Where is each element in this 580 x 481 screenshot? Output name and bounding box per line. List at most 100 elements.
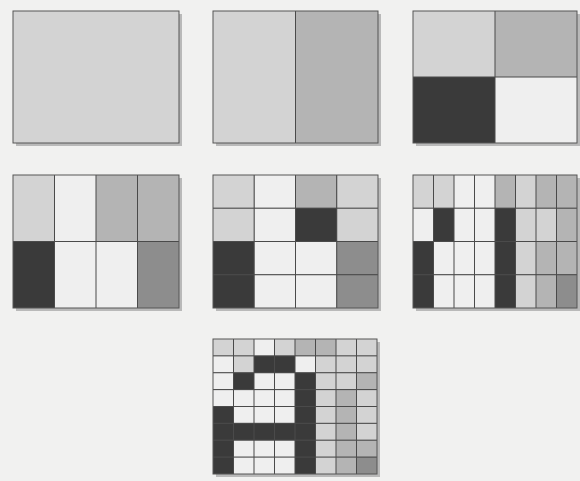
grid-cell xyxy=(254,457,275,474)
grid-cell xyxy=(357,440,378,457)
grid-cell xyxy=(296,208,337,241)
grid-cell xyxy=(516,275,537,308)
grid-cell xyxy=(213,339,234,356)
grid-cell xyxy=(213,242,254,275)
grid-cell xyxy=(434,208,455,241)
grid-cell xyxy=(213,407,234,424)
grid-cell xyxy=(13,242,55,309)
grid-cell xyxy=(316,457,337,474)
grid-cell xyxy=(295,339,316,356)
pyramid-panel-level-7 xyxy=(213,339,380,477)
grid-cell xyxy=(96,242,138,309)
grid-cell xyxy=(295,356,316,373)
grid-cell xyxy=(475,208,496,241)
grid-cell xyxy=(516,242,537,275)
grid-cell xyxy=(213,208,254,241)
pyramid-panel-level-1 xyxy=(13,11,182,146)
grid-cell xyxy=(254,242,295,275)
grid-cell xyxy=(316,423,337,440)
grid-cell xyxy=(495,242,516,275)
pyramid-panel-level-2 xyxy=(213,11,381,146)
grid-cell xyxy=(234,440,255,457)
grid-cell xyxy=(254,175,295,208)
grid-cell xyxy=(337,275,378,308)
pyramid-panel-level-6 xyxy=(413,175,580,311)
grid-cell xyxy=(557,242,578,275)
grid-cell xyxy=(275,457,296,474)
grid-cell xyxy=(357,457,378,474)
grid-cell xyxy=(316,440,337,457)
grid-cell xyxy=(213,11,296,143)
grid-cell xyxy=(337,208,378,241)
grid-cell xyxy=(254,339,275,356)
grid-cell xyxy=(557,208,578,241)
grid-cell xyxy=(234,423,255,440)
grid-cell xyxy=(213,440,234,457)
grid-cell xyxy=(516,175,537,208)
grid-cell xyxy=(495,77,577,143)
grid-cell xyxy=(213,457,234,474)
grid-cell xyxy=(55,175,97,242)
grid-cell xyxy=(316,373,337,390)
grid-cell xyxy=(413,275,434,308)
grid-cell xyxy=(357,390,378,407)
grid-cell xyxy=(454,242,475,275)
grid-cell xyxy=(454,208,475,241)
grid-cell xyxy=(336,407,357,424)
grid-cell xyxy=(357,423,378,440)
grid-cell xyxy=(213,423,234,440)
pyramid-panel-level-5 xyxy=(213,175,381,311)
grid-cell xyxy=(557,275,578,308)
grid-cell xyxy=(316,356,337,373)
grid-cell xyxy=(254,407,275,424)
grid-cell xyxy=(475,242,496,275)
grid-cell xyxy=(275,339,296,356)
grid-cell xyxy=(213,175,254,208)
grid-cell xyxy=(295,407,316,424)
grid-cell xyxy=(254,208,295,241)
grid-cell xyxy=(316,339,337,356)
grid-cell xyxy=(413,208,434,241)
grid-cell xyxy=(413,11,495,77)
grid-cell xyxy=(275,356,296,373)
grid-cell xyxy=(337,175,378,208)
grid-cell xyxy=(316,407,337,424)
grid-cell xyxy=(213,275,254,308)
grid-cell xyxy=(295,423,316,440)
grid-cell xyxy=(213,373,234,390)
grid-cell xyxy=(234,373,255,390)
grid-cell xyxy=(495,175,516,208)
grid-cell xyxy=(316,390,337,407)
grid-cell xyxy=(336,339,357,356)
grid-cell xyxy=(254,440,275,457)
grid-cell xyxy=(536,208,557,241)
grid-cell xyxy=(295,373,316,390)
grid-cell xyxy=(138,175,180,242)
grid-cell xyxy=(336,390,357,407)
grid-cell xyxy=(413,175,434,208)
grid-cell xyxy=(254,356,275,373)
grid-cell xyxy=(454,175,475,208)
grid-cell xyxy=(13,175,55,242)
grid-cell xyxy=(536,242,557,275)
grid-cell xyxy=(275,390,296,407)
grid-cell xyxy=(234,457,255,474)
grid-cell xyxy=(557,175,578,208)
pyramid-panel-level-3 xyxy=(413,11,580,146)
grid-cell xyxy=(495,275,516,308)
grid-cell xyxy=(357,407,378,424)
grid-cell xyxy=(213,390,234,407)
grid-cell xyxy=(296,275,337,308)
grid-cell xyxy=(357,339,378,356)
grid-cell xyxy=(213,356,234,373)
grid-cell xyxy=(138,242,180,309)
grid-cell xyxy=(413,77,495,143)
grid-cell xyxy=(336,457,357,474)
grid-cell xyxy=(434,175,455,208)
grid-cell xyxy=(295,440,316,457)
grid-cell xyxy=(234,356,255,373)
grid-cell xyxy=(454,275,475,308)
grid-cell xyxy=(234,390,255,407)
grid-cell xyxy=(275,423,296,440)
